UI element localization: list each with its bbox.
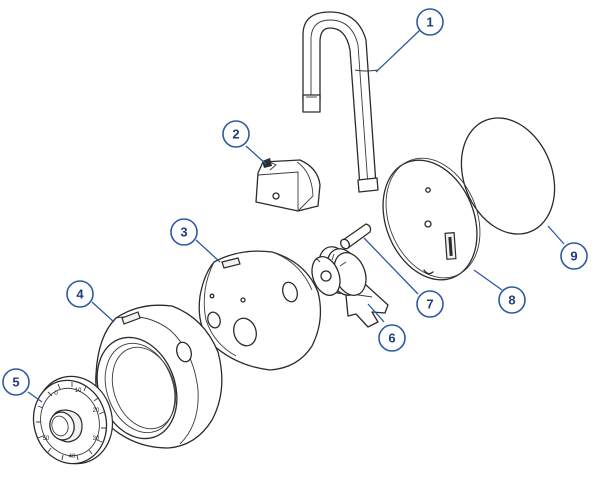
dial-number: 20 bbox=[93, 408, 100, 414]
dial-number: 40 bbox=[69, 454, 76, 460]
dial-number: 30 bbox=[93, 436, 100, 442]
leader-8 bbox=[473, 269, 503, 291]
callout-5: 5 bbox=[2, 368, 30, 396]
leader-9 bbox=[547, 225, 565, 245]
dial-tick-marks bbox=[36, 382, 106, 461]
dial-number: 50 bbox=[43, 436, 50, 442]
part-8-back-plate bbox=[382, 157, 481, 281]
svg-text:4: 4 bbox=[76, 287, 84, 302]
svg-text:3: 3 bbox=[180, 225, 187, 240]
callout-9: 9 bbox=[560, 242, 588, 270]
dial-number: 10 bbox=[75, 388, 82, 394]
part-2-bracket bbox=[255, 158, 321, 212]
leader-7 bbox=[363, 237, 419, 295]
svg-text:7: 7 bbox=[426, 297, 433, 312]
svg-text:8: 8 bbox=[508, 293, 515, 308]
part-6-wheel-pack bbox=[311, 246, 389, 328]
part-1-shackle bbox=[302, 11, 379, 193]
part-7-pin bbox=[339, 223, 372, 250]
part-5-dial: 0 10 20 30 40 50 bbox=[32, 375, 114, 465]
part-3-lock-case bbox=[198, 250, 322, 371]
callout-3: 3 bbox=[170, 218, 198, 246]
svg-text:2: 2 bbox=[232, 127, 239, 142]
callout-7: 7 bbox=[416, 290, 444, 318]
callout-8: 8 bbox=[498, 286, 526, 314]
leader-6 bbox=[367, 303, 385, 323]
dial-number: 0 bbox=[54, 391, 58, 397]
callout-4: 4 bbox=[66, 280, 94, 308]
callout-1: 1 bbox=[416, 8, 444, 36]
callout-2: 2 bbox=[222, 120, 250, 148]
leader-4 bbox=[91, 301, 115, 323]
callout-6: 6 bbox=[378, 324, 406, 352]
svg-text:5: 5 bbox=[12, 375, 19, 390]
part-4-body-ring bbox=[95, 304, 223, 449]
svg-text:1: 1 bbox=[426, 15, 433, 30]
part-9-cover-disc bbox=[460, 117, 556, 235]
leader-2 bbox=[245, 145, 267, 165]
leader-lines bbox=[27, 29, 565, 403]
leader-3 bbox=[195, 239, 221, 263]
svg-text:6: 6 bbox=[388, 331, 395, 346]
leader-5 bbox=[27, 391, 43, 403]
leader-1 bbox=[375, 29, 421, 73]
svg-text:9: 9 bbox=[570, 249, 577, 264]
